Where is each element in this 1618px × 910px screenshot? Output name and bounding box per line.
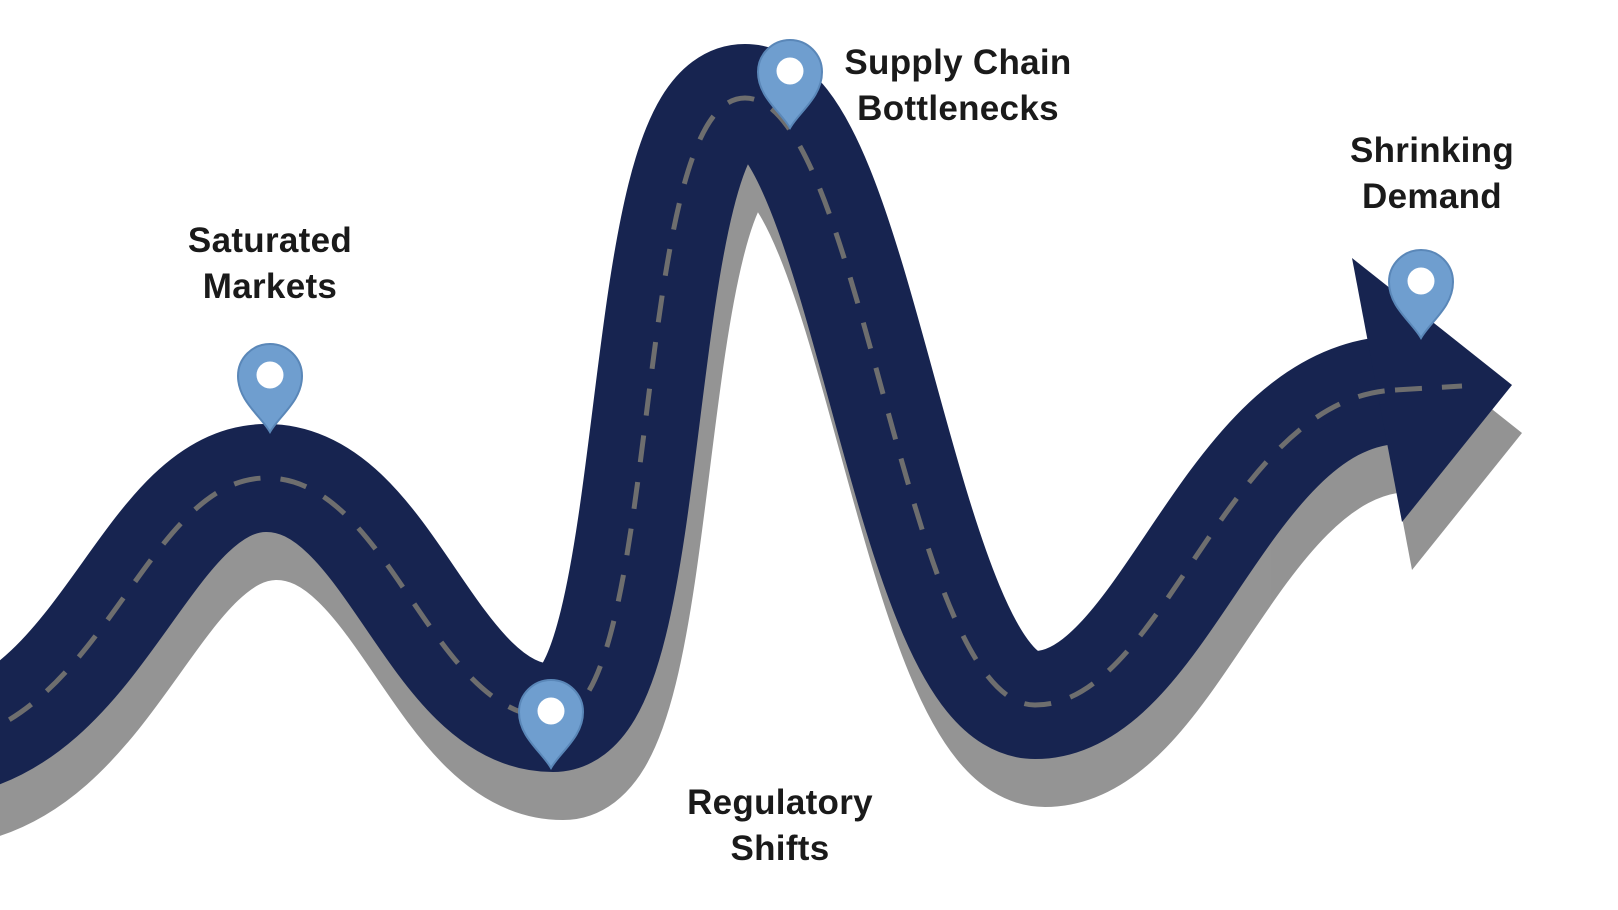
pin-hole xyxy=(776,57,804,85)
location-pin-icon xyxy=(756,39,824,131)
pin-hole xyxy=(537,697,565,725)
location-pin-icon xyxy=(517,679,585,771)
milestone-label-regulatory-shifts: Regulatory Shifts xyxy=(687,783,873,869)
location-pin-icon xyxy=(236,343,304,435)
road xyxy=(0,98,1395,745)
milestone-label-shrinking-demand: Shrinking Demand xyxy=(1349,131,1515,217)
road-centerline-arrow-extension xyxy=(1394,383,1463,393)
milestone-label-supply-chain-bottlenecks: Supply Chain Bottlenecks xyxy=(844,43,1072,129)
pin-hole xyxy=(256,361,284,389)
arrowhead xyxy=(1352,258,1512,522)
location-pin-icon xyxy=(1387,249,1455,341)
milestone-label-saturated-markets: Saturated Markets xyxy=(187,221,353,307)
pin-hole xyxy=(1407,267,1435,295)
